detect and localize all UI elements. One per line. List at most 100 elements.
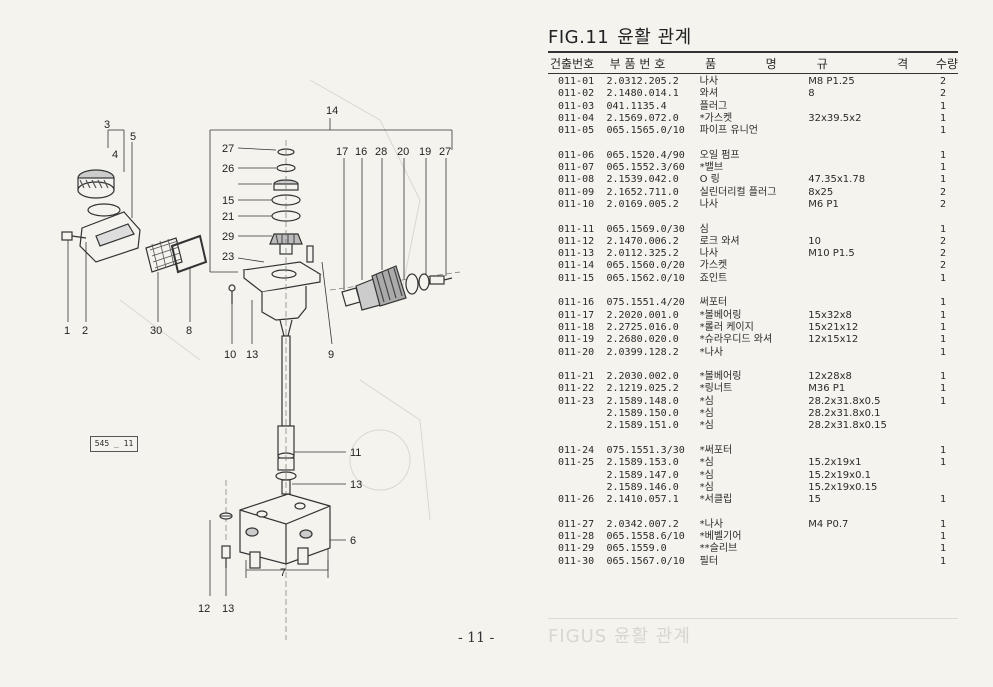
figure-label: FIG.11 xyxy=(548,27,610,48)
cell-part-no: 2.1410.057.1 xyxy=(606,494,679,506)
header-name: 품 명 xyxy=(705,56,817,73)
header-name-a: 품 xyxy=(705,57,717,71)
cell-ref: 011-05 xyxy=(558,125,595,137)
callout-28: 28 xyxy=(375,146,387,158)
cell-spec xyxy=(808,162,917,174)
cell-name: 와셔 xyxy=(699,88,719,100)
callout-9: 9 xyxy=(328,349,334,361)
cell-ref: 011-24 xyxy=(558,444,595,456)
cell-spec xyxy=(808,224,917,236)
header-spec-a: 규 xyxy=(816,57,828,71)
callout-labels: 3 4 5 1 2 30 8 14 27 26 15 21 29 23 17 1… xyxy=(64,105,451,615)
cell-ref: 011-29 xyxy=(558,543,595,555)
cell-ref: 011-01 xyxy=(558,76,595,87)
cell-ref: 011-04 xyxy=(558,112,595,124)
cell-part-no: 2.1480.014.1 xyxy=(606,88,679,100)
cell-name: *나사 xyxy=(699,346,724,358)
cell-name: *심 xyxy=(699,408,714,420)
cell-qty: 1 xyxy=(939,457,946,469)
callout-15: 13 xyxy=(350,479,362,491)
cell-qty xyxy=(917,482,958,494)
cell-part-no: 2.1652.711.0 xyxy=(606,186,679,198)
cell-name: *써포터 xyxy=(699,444,733,456)
cell-part-no: 2.1470.006.2 xyxy=(606,235,679,247)
cell-spec xyxy=(808,273,917,285)
cell-ref: 011-28 xyxy=(558,530,595,542)
cell-name: *볼베어링 xyxy=(699,309,742,321)
callout-24: 23 xyxy=(222,251,234,263)
callout-14: 13 xyxy=(246,349,258,361)
cell-ref: 011-30 xyxy=(558,555,595,567)
cell-qty: 2 xyxy=(939,248,946,260)
cell-qty: 2 xyxy=(939,198,946,210)
cell-ref: 011-07 xyxy=(558,162,595,174)
cell-qty: 1 xyxy=(939,371,946,383)
callout-26: 27 xyxy=(222,143,234,155)
cell-part-no: 2.1589.151.0 xyxy=(606,420,679,432)
figure-title: FIG.11 윤활 관계 xyxy=(548,26,958,53)
cell-part-no: 2.1589.153.0 xyxy=(606,457,679,469)
cell-spec: M4 P0.7 xyxy=(808,518,849,530)
cell-ref: 011-26 xyxy=(558,494,595,506)
cell-ref: 011-03 xyxy=(558,100,595,112)
cell-name: *나사 xyxy=(699,518,724,530)
cell-name: *심 xyxy=(699,457,714,469)
cell-name: 나사 xyxy=(699,198,719,210)
cell-part-no: 065.1559.0 xyxy=(606,543,667,555)
callout-8: 8 xyxy=(186,325,192,337)
oil-pump-body xyxy=(219,493,331,569)
cell-qty: 1 xyxy=(939,272,946,284)
table-spacer xyxy=(548,433,958,445)
header-qty: 수량 xyxy=(935,57,959,71)
cell-qty: 1 xyxy=(939,518,946,530)
cell-qty: 1 xyxy=(939,494,946,506)
cell-qty: 1 xyxy=(939,444,946,456)
cell-qty xyxy=(917,408,958,420)
cell-qty: 1 xyxy=(939,321,946,333)
cell-spec: M36 P1 xyxy=(808,383,846,395)
cell-part-no: 065.1558.6/10 xyxy=(606,530,685,542)
cell-name: *심 xyxy=(699,395,714,407)
header-spec-b: 격 xyxy=(897,57,909,71)
table-spacer xyxy=(548,359,958,371)
cell-ref xyxy=(548,420,607,432)
cell-part-no: 2.1589.146.0 xyxy=(606,481,679,493)
cell-part-no: 2.1539.042.0 xyxy=(606,174,679,186)
cell-qty: 1 xyxy=(939,100,946,112)
pump-stack xyxy=(228,148,322,495)
cell-ref xyxy=(548,408,607,420)
cell-name: *볼베어링 xyxy=(699,371,742,383)
drawing-reference-code: 545 _ 11 xyxy=(90,436,138,452)
page-number: - 11 - xyxy=(458,630,495,646)
cell-qty: 1 xyxy=(939,334,946,346)
cell-spec xyxy=(808,101,917,113)
cell-name: 필터 xyxy=(699,555,719,567)
cell-ref: 011-20 xyxy=(558,346,595,358)
cell-spec: M10 P1.5 xyxy=(808,248,855,260)
table-spacer xyxy=(548,211,958,223)
cell-name: *롤러 케이지 xyxy=(699,321,754,333)
callout-5: 5 xyxy=(130,131,136,143)
cell-part-no: 065.1520.4/90 xyxy=(606,149,685,161)
cell-part-no: 065.1567.0/10 xyxy=(606,555,685,567)
cell-part-no: 2.2725.016.0 xyxy=(606,321,679,333)
cell-name: 오일 펌프 xyxy=(699,149,740,161)
callout-19: 17 xyxy=(336,146,348,158)
cell-ref: 011-19 xyxy=(558,334,595,346)
callout-18: 16 xyxy=(355,146,367,158)
